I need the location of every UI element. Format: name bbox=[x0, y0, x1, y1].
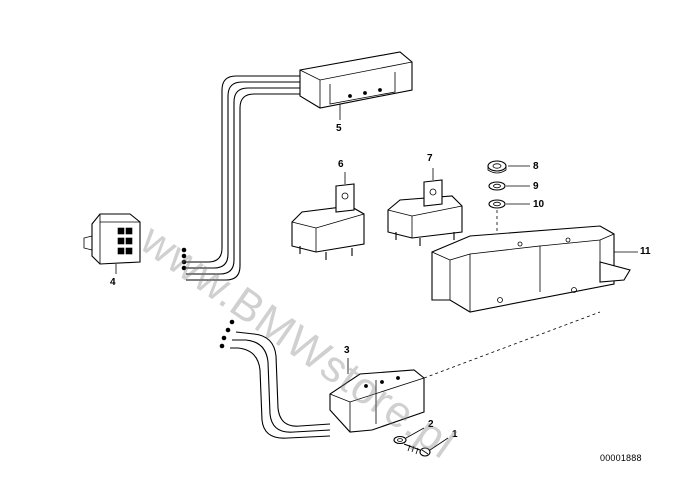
part-6-relay bbox=[291, 172, 365, 260]
part-2-washer bbox=[393, 427, 425, 445]
part-4-connector bbox=[83, 213, 141, 274]
callout-2: 2 bbox=[428, 419, 434, 430]
callout-9: 9 bbox=[533, 181, 539, 192]
part-7-relay bbox=[387, 168, 463, 246]
part-5-relay-box-upper bbox=[181, 51, 413, 281]
part-11-bracket bbox=[431, 225, 638, 313]
diagram-id: 00001888 bbox=[600, 453, 642, 463]
callout-7: 7 bbox=[427, 153, 433, 164]
callout-10: 10 bbox=[533, 199, 545, 210]
part-3-relay-box-lower bbox=[219, 311, 601, 439]
callout-6: 6 bbox=[338, 159, 344, 170]
callout-4: 4 bbox=[110, 277, 116, 288]
callout-11: 11 bbox=[640, 246, 651, 257]
callout-5: 5 bbox=[336, 123, 342, 134]
part-8-nut bbox=[487, 160, 530, 174]
part-9-washer bbox=[488, 181, 530, 191]
callout-1: 1 bbox=[452, 429, 458, 440]
part-10-washer bbox=[488, 199, 530, 209]
part-1-screw bbox=[403, 437, 449, 457]
callout-8: 8 bbox=[533, 161, 539, 172]
callout-3: 3 bbox=[344, 345, 350, 356]
